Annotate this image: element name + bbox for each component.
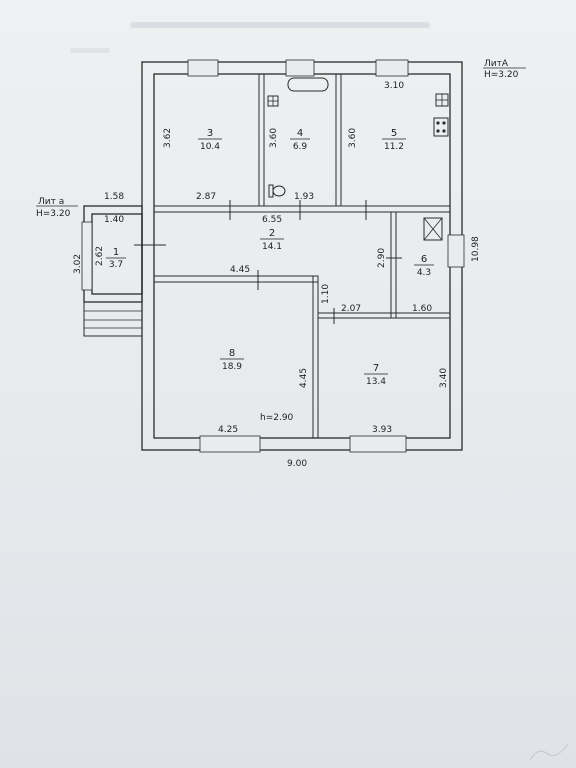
entry-steps xyxy=(83,301,143,337)
svg-text:8: 8 xyxy=(229,348,235,359)
svg-text:3.7: 3.7 xyxy=(109,260,123,270)
dim-2-90: 2.90 xyxy=(377,248,387,268)
faint-header-text-left xyxy=(70,48,110,53)
dim-3-02: 3.02 xyxy=(73,254,83,274)
dim-2-87: 2.87 xyxy=(196,192,216,202)
dim-1-60: 1.60 xyxy=(412,304,432,314)
dim-3-10: 3.10 xyxy=(384,81,404,91)
toilet-icon xyxy=(268,184,286,198)
window-annex xyxy=(81,221,93,291)
dim-1-58: 1.58 xyxy=(104,192,124,202)
window-bottom-1 xyxy=(199,435,261,453)
dim-4-25: 4.25 xyxy=(218,425,238,435)
room-3-label: 3 10.4 xyxy=(198,128,222,152)
faint-header-text xyxy=(130,22,430,28)
boiler-icon xyxy=(423,217,443,241)
dim-3-93: 3.93 xyxy=(372,425,392,435)
window-top-2 xyxy=(285,59,315,77)
dim-3-60-a: 3.60 xyxy=(269,128,279,148)
lit-a-small-label: Лит а xyxy=(38,197,64,207)
room-4-label: 4 6.9 xyxy=(290,128,310,152)
dim-1-93: 1.93 xyxy=(294,192,314,202)
dim-4-45-side: 4.45 xyxy=(299,368,309,388)
dim-3-40: 3.40 xyxy=(439,368,449,388)
svg-text:1: 1 xyxy=(113,247,119,258)
room-6-label: 6 4.3 xyxy=(414,254,434,278)
stove-icon xyxy=(433,117,449,137)
dim-2-07: 2.07 xyxy=(341,304,361,314)
dim-4-45-top: 4.45 xyxy=(230,265,250,275)
svg-text:4.3: 4.3 xyxy=(417,268,431,278)
window-top-3 xyxy=(375,59,409,77)
svg-text:3: 3 xyxy=(207,128,213,139)
partition-3-4 xyxy=(258,73,265,207)
corner-scribble xyxy=(529,743,569,761)
ceiling-height-label: h=2.90 xyxy=(260,413,294,423)
lit-a-height: H=3.20 xyxy=(484,70,519,80)
dim-3-60-b: 3.60 xyxy=(348,128,358,148)
lit-a-label: ЛитА xyxy=(484,59,509,69)
partition-room8-top xyxy=(153,275,319,283)
svg-text:2: 2 xyxy=(269,228,275,239)
partition-room6-left xyxy=(390,211,397,319)
svg-text:4: 4 xyxy=(297,128,303,139)
outer-wall-outer xyxy=(141,61,463,451)
dim-9-00: 9.00 xyxy=(287,459,307,469)
partition-top-row xyxy=(153,205,451,213)
bathtub-icon xyxy=(287,77,329,92)
sink-icon xyxy=(267,95,279,107)
dim-1-10: 1.10 xyxy=(321,284,331,304)
dim-2-62: 2.62 xyxy=(95,246,105,266)
room-7-label: 7 13.4 xyxy=(364,363,388,387)
partition-4-5 xyxy=(335,73,342,207)
dim-10-98: 10.98 xyxy=(471,236,481,262)
dim-3-62: 3.62 xyxy=(163,128,173,148)
dim-6-55: 6.55 xyxy=(262,215,282,225)
svg-text:11.2: 11.2 xyxy=(384,142,404,152)
svg-text:6.9: 6.9 xyxy=(293,142,308,152)
room-5-label: 5 11.2 xyxy=(382,128,406,152)
lit-a-small-height: H=3.20 xyxy=(36,209,71,219)
svg-text:10.4: 10.4 xyxy=(200,142,220,152)
room-2-label: 2 14.1 xyxy=(260,228,284,252)
room-1-label: 1 3.7 xyxy=(106,247,126,270)
svg-text:7: 7 xyxy=(373,363,379,374)
kitchen-sink-icon xyxy=(435,93,449,107)
window-right xyxy=(447,234,465,268)
dim-1-40: 1.40 xyxy=(104,215,124,225)
svg-text:14.1: 14.1 xyxy=(262,242,282,252)
window-top-1 xyxy=(187,59,219,77)
svg-text:18.9: 18.9 xyxy=(222,362,242,372)
svg-text:13.4: 13.4 xyxy=(366,377,386,387)
partition-room8-right xyxy=(312,275,319,439)
svg-text:6: 6 xyxy=(421,254,427,265)
svg-text:5: 5 xyxy=(391,128,397,139)
window-bottom-2 xyxy=(349,435,407,453)
room-8-label: 8 18.9 xyxy=(220,348,244,372)
